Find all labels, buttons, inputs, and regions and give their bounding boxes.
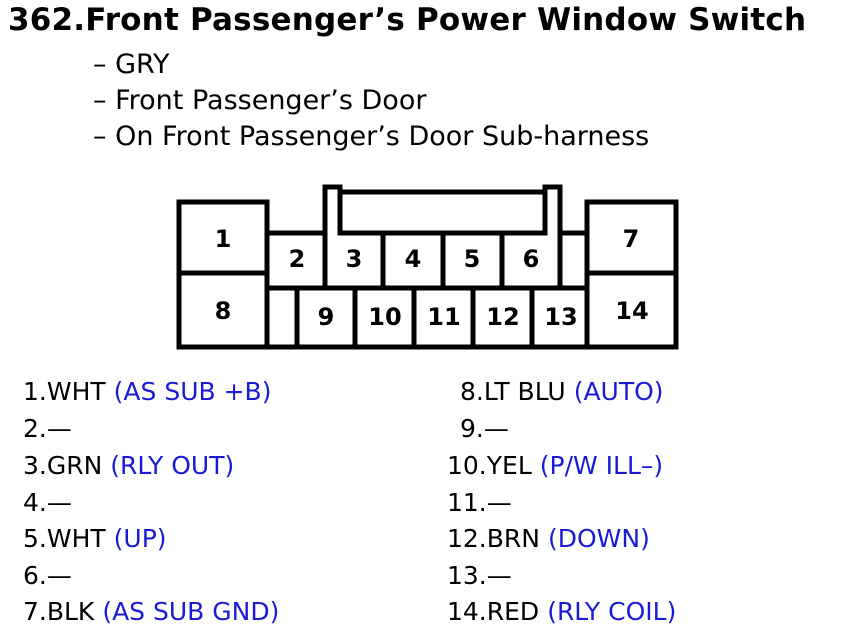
pin-row-4: 4.— [23, 488, 80, 517]
cavity-label-5: 5 [464, 245, 481, 273]
detail-location: – Front Passenger’s Door [93, 85, 427, 116]
cavity-label-1: 1 [215, 225, 232, 253]
pin-wire: 6.— [23, 561, 72, 590]
pin-row-6: 6.— [23, 561, 80, 590]
pin-wire: 13.— [447, 561, 512, 590]
pin-function: (AUTO) [573, 377, 664, 406]
pin-row-7: 7.BLK(AS SUB GND) [23, 597, 279, 626]
pin-function: (AS SUB GND) [102, 597, 280, 626]
pin-wire: 12.BRN [447, 524, 540, 553]
cavity-label-9: 9 [318, 303, 335, 331]
pin-wire: 8.LT BLU [460, 377, 566, 406]
cavity-label-14: 14 [615, 297, 648, 325]
pin-row-11: 11.— [447, 488, 520, 517]
cavity-label-13: 13 [544, 303, 577, 331]
pin-function: (P/W ILL–) [539, 451, 664, 480]
pin-row-2: 2.— [23, 414, 80, 443]
pin-row-5: 5.WHT(UP) [23, 524, 167, 553]
detail-harness: – On Front Passenger’s Door Sub-harness [93, 121, 650, 152]
pin-function: (AS SUB +B) [113, 377, 272, 406]
pin-wire: 2.— [23, 414, 72, 443]
cavity-label-10: 10 [368, 303, 401, 331]
cavity-label-8: 8 [215, 297, 232, 325]
detail-color: – GRY [93, 49, 170, 80]
pin-row-10: 10.YEL(P/W ILL–) [447, 451, 663, 480]
pin-function: (RLY COIL) [547, 597, 677, 626]
pin-wire: 5.WHT [23, 524, 106, 553]
pin-wire: 7.BLK [23, 597, 95, 626]
connector-housing [176, 184, 679, 350]
pin-function: (UP) [113, 524, 167, 553]
pin-wire: 3.GRN [23, 451, 103, 480]
pin-wire: 10.YEL [447, 451, 532, 480]
pin-wire: 1.WHT [23, 377, 106, 406]
pin-row-1: 1.WHT(AS SUB +B) [23, 377, 271, 406]
cavity-label-3: 3 [346, 245, 363, 273]
cavity-label-4: 4 [405, 245, 422, 273]
connector-name: Front Passenger’s Power Window Switch [85, 2, 807, 38]
pin-wire: 11.— [447, 488, 512, 517]
connector-diagram: 1 2 3 4 5 6 7 8 9 10 11 12 13 14 [176, 184, 679, 350]
page-title: 362.Front Passenger’s Power Window Switc… [8, 2, 806, 38]
pin-row-12: 12.BRN(DOWN) [447, 524, 650, 553]
pin-wire: 14.RED [447, 597, 540, 626]
pin-wire: 4.— [23, 488, 72, 517]
cavity-label-7: 7 [623, 225, 640, 253]
cavity-label-12: 12 [486, 303, 519, 331]
pin-function: (DOWN) [547, 524, 650, 553]
pin-row-9: 9.— [460, 414, 517, 443]
cavity-label-11: 11 [427, 303, 460, 331]
pin-wire: 9.— [460, 414, 509, 443]
cavity-label-2: 2 [289, 245, 306, 273]
pin-row-14: 14.RED(RLY COIL) [447, 597, 676, 626]
connector-number: 362. [8, 2, 86, 38]
cavity-label-6: 6 [523, 245, 540, 273]
pin-row-13: 13.— [447, 561, 520, 590]
pin-row-3: 3.GRN(RLY OUT) [23, 451, 234, 480]
pin-row-8: 8.LT BLU(AUTO) [460, 377, 664, 406]
pin-function: (RLY OUT) [110, 451, 235, 480]
